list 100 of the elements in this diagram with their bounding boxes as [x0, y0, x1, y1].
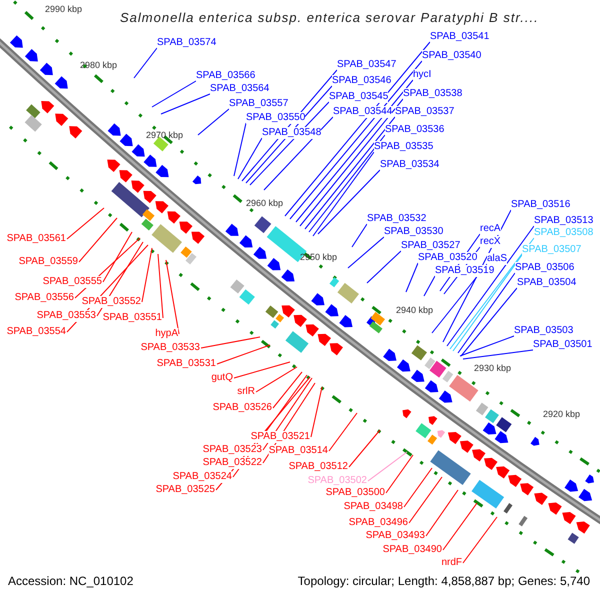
- gene-label: SPAB_03532: [367, 213, 426, 225]
- gene-label: SPAB_03508: [534, 227, 594, 239]
- leader-line: [328, 412, 358, 452]
- gene-label: SPAB_03557: [229, 98, 288, 110]
- gene-label: SPAB_03536: [385, 124, 444, 136]
- leader-line: [426, 490, 458, 536]
- leader-line: [198, 108, 230, 136]
- gene-label: SPAB_03514: [268, 445, 328, 457]
- leader-line: [424, 276, 436, 296]
- gene-label: SPAB_03493: [366, 530, 425, 542]
- leader-line: [216, 344, 270, 364]
- leader-line: [284, 42, 430, 216]
- gene-label: SPAB_03545: [329, 91, 388, 103]
- tick-label: 2960 kbp: [246, 198, 284, 209]
- gene-label: SPAB_03520: [418, 252, 478, 264]
- footer-text: Topology: circular; Length: 4,858,887 bp; Genes: 5,740: [298, 574, 590, 588]
- gene-label: SPAB_03555: [42, 276, 102, 288]
- leader-line: [458, 272, 516, 354]
- leader-line: [296, 80, 414, 222]
- leader-line: [102, 232, 132, 282]
- leader-line: [368, 452, 408, 482]
- leader-line: [312, 152, 374, 236]
- gene-label: SPAB_03546: [332, 75, 392, 87]
- gene-label: SPAB_03506: [515, 262, 574, 274]
- leader-line: [446, 226, 534, 346]
- leader-line: [352, 224, 368, 248]
- leader-line: [348, 430, 380, 468]
- tick-label: 2920 kbp: [543, 409, 580, 420]
- leader-line: [160, 94, 210, 114]
- footer-text: Accession: NC_010102: [8, 574, 134, 588]
- gene-label: SPAB_03533: [140, 342, 200, 354]
- gene-label: SPAB_03496: [348, 517, 408, 529]
- gene-label: recX: [480, 236, 501, 248]
- gene-label: SPAB_03554: [6, 326, 66, 338]
- gene-label: SPAB_03503: [514, 325, 574, 337]
- gene-label: SPAB_03544: [333, 106, 392, 118]
- gene-label: SPAB_03524: [172, 471, 232, 483]
- leader-line: [250, 102, 330, 186]
- gene-label: SPAB_03502: [308, 475, 367, 487]
- leader-line: [290, 60, 422, 220]
- gene-label: SPAB_03500: [326, 487, 385, 499]
- tick-label: 2990 kbp: [45, 4, 82, 15]
- gene-label: SPAB_03522: [202, 457, 262, 469]
- leader-line: [234, 362, 290, 378]
- leader-line: [406, 262, 418, 292]
- gene-label: SPAB_03534: [380, 159, 440, 171]
- gene-label: SPAB_03561: [6, 233, 66, 245]
- gene-label: SPAB_03523: [202, 444, 262, 456]
- leader-line: [310, 386, 322, 438]
- gene-label: SPAB_03490: [382, 544, 442, 556]
- leader-line: [452, 254, 522, 352]
- gene-label: SPAB_03527: [401, 240, 460, 252]
- gene-label: gutQ: [211, 372, 233, 384]
- leader-line: [238, 138, 262, 180]
- gene-label: SPAB_03525: [156, 484, 215, 496]
- leader-line: [450, 238, 534, 350]
- leader-line: [166, 260, 180, 334]
- gene-label: SPAB_03535: [374, 141, 434, 153]
- leader-line: [408, 476, 442, 524]
- leader-line: [462, 516, 498, 564]
- gene-label: SPAB_03547: [337, 59, 396, 71]
- tick-label: 2940 kbp: [396, 305, 434, 316]
- gene-label: SPAB_03564: [210, 83, 270, 95]
- gene-label: hypA: [155, 328, 178, 340]
- leader-line: [300, 98, 404, 226]
- gene-label: SPAB_03574: [157, 37, 216, 49]
- leader-line: [348, 236, 384, 268]
- gene-label: recA: [480, 223, 501, 235]
- gene-label: SPAB_03540: [422, 50, 482, 62]
- leader-line: [442, 210, 512, 342]
- leader-line: [152, 80, 196, 108]
- gene-label: SPAB_03552: [82, 296, 141, 308]
- leader-line: [308, 134, 386, 232]
- gene-label: SPAB_03559: [18, 256, 78, 268]
- leader-line: [304, 116, 396, 230]
- leader-line: [442, 502, 478, 550]
- leader-line: [78, 218, 118, 262]
- gene-label: SPAB_03548: [262, 127, 322, 139]
- title: Salmonella enterica subsp. enterica serovar Paratyphi B str....: [120, 9, 539, 27]
- leader-line: [272, 372, 302, 408]
- gene-label: alaS: [487, 253, 508, 265]
- gene-label: SPAB_03526: [212, 402, 272, 414]
- leader-line: [200, 336, 260, 348]
- gene-label: SPAB_03530: [384, 226, 444, 238]
- gene-label: SPAB_03551: [102, 312, 162, 324]
- gene-label: SPAB_03519: [435, 265, 494, 277]
- gene-label: SPAB_03513: [534, 215, 594, 227]
- gene-label: SPAB_03537: [395, 106, 454, 118]
- gene-label: SPAB_03501: [533, 339, 592, 351]
- gene-label: SPAB_03541: [430, 31, 490, 43]
- gene-label: SPAB_03531: [156, 358, 216, 370]
- gene-label: hycI: [413, 69, 432, 81]
- gene-label: SPAB_03507: [522, 244, 582, 256]
- gene-label: SPAB_03556: [14, 292, 74, 304]
- leader-line: [366, 250, 402, 284]
- leader-line: [66, 208, 104, 240]
- leader-line: [386, 454, 414, 494]
- tick-label: 2980 kbp: [80, 60, 118, 71]
- gene-label: SPAB_03566: [196, 70, 256, 82]
- leader-line: [142, 248, 152, 302]
